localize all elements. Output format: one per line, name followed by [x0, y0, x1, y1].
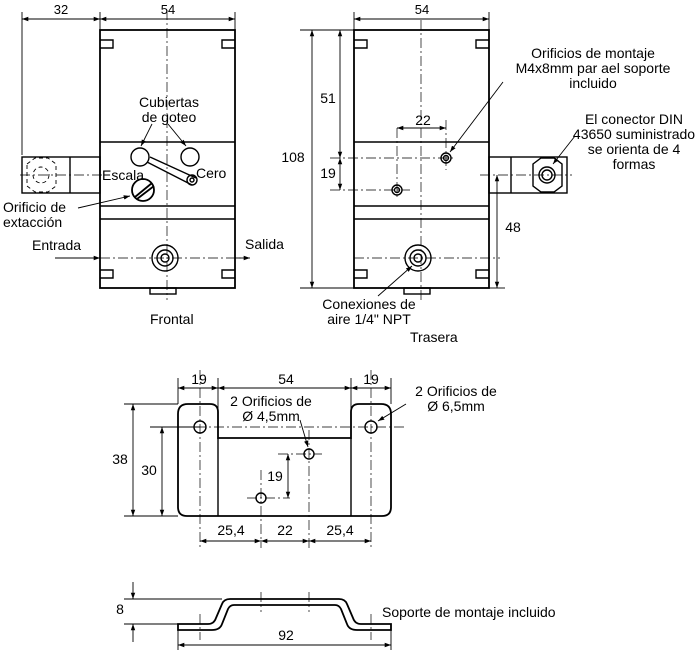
label-line: M4x8mm par ael soporte [516, 60, 671, 76]
bracket-top-view [124, 370, 407, 548]
bracket-dim-19-left: 19 [191, 371, 207, 387]
front-label-scale: Escala [102, 167, 144, 183]
label-line: Ø 4,5mm [242, 408, 300, 424]
label-line: Orificios de montaje [531, 45, 655, 61]
bracket-dim-54: 54 [278, 371, 294, 387]
label-line: Ø 6,5mm [427, 398, 485, 414]
label-line: Cubiertas [139, 94, 199, 110]
rear-dim-width: 54 [415, 2, 429, 17]
label-line: aire 1/4" NPT [327, 311, 411, 327]
rear-dim-108: 108 [281, 149, 305, 165]
bracket-dim-25-left: 25,4 [217, 522, 244, 538]
label-line: Orificio de [3, 199, 66, 215]
side-dim-8: 8 [116, 601, 124, 617]
front-caption: Frontal [150, 311, 194, 327]
bracket-side-view [124, 582, 392, 650]
rear-view [300, 12, 576, 300]
bracket-dim-19-right: 19 [363, 371, 379, 387]
bracket-dim-22: 22 [277, 522, 293, 538]
rear-caption: Trasera [410, 329, 458, 345]
rear-dim-51: 51 [320, 90, 336, 106]
label-line: 43650 suministrado [573, 126, 695, 142]
front-dim-width: 54 [161, 2, 175, 17]
label-line: extacción [3, 214, 62, 230]
rear-dim-22: 22 [415, 112, 431, 128]
side-dim-92: 92 [278, 627, 294, 643]
bracket-dim-30: 30 [141, 462, 157, 478]
front-dim-side: 32 [54, 2, 68, 17]
label-line: El conector DIN [585, 111, 683, 127]
rear-dim-48: 48 [505, 219, 521, 235]
bracket-dim-19-inner: 19 [267, 468, 283, 484]
bracket-dim-25-right: 25,4 [326, 522, 353, 538]
front-label-outlet: Salida [245, 236, 284, 252]
side-label-bracket: Soporte de montaje incluido [382, 604, 556, 620]
bracket-dim-38: 38 [112, 451, 128, 467]
label-line: incluido [569, 75, 617, 91]
label-line: de goteo [142, 109, 197, 125]
front-label-inlet: Entrada [32, 237, 81, 253]
label-line: 2 Orificios de [415, 383, 497, 399]
label-line: se orienta de 4 [588, 141, 681, 157]
label-line: Conexiones de [322, 296, 416, 312]
label-line: formas [613, 156, 656, 172]
front-label-zero: Cero [196, 165, 227, 181]
rear-dim-19: 19 [320, 165, 336, 181]
front-view [20, 10, 250, 300]
label-line: 2 Orificios de [230, 393, 312, 409]
